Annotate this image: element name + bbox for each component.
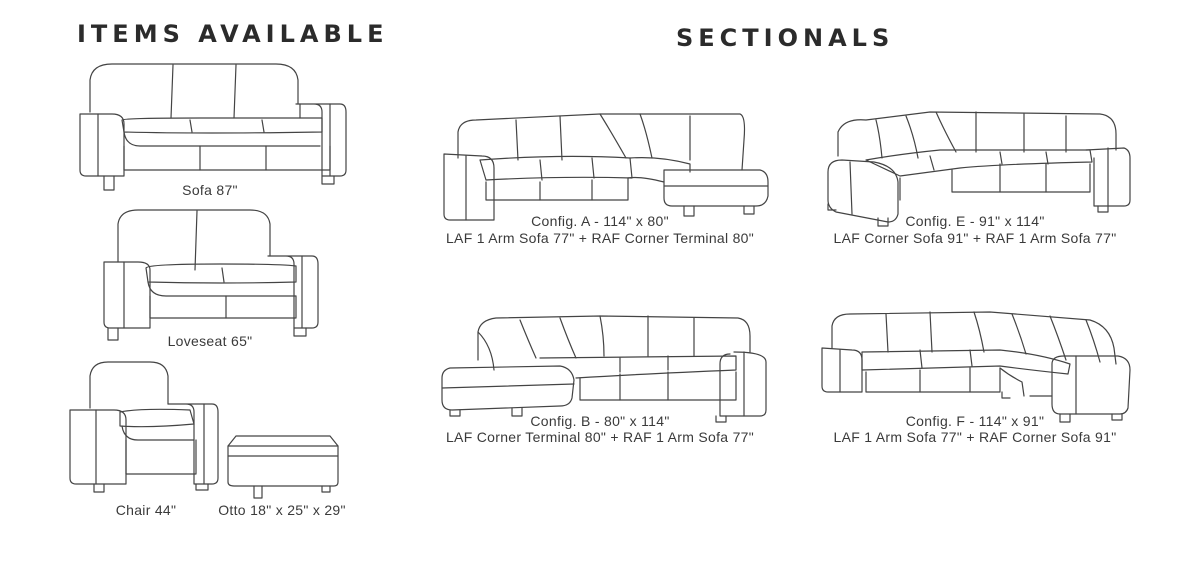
chair-illustration <box>69 361 219 493</box>
chair-label: Chair 44" <box>115 502 177 518</box>
loveseat-label: Loveseat 65" <box>167 333 253 349</box>
ottoman-illustration <box>227 435 339 499</box>
config-a-title: Config. A - 114" x 80" <box>531 213 669 229</box>
loveseat-illustration <box>103 209 319 341</box>
items-available-heading: ITEMS AVAILABLE <box>77 20 389 48</box>
config-b-title: Config. B - 80" x 114" <box>530 413 670 429</box>
sofa-label: Sofa 87" <box>182 182 238 198</box>
config-f-title: Config. F - 114" x 91" <box>905 413 1045 429</box>
config-e-illustration <box>827 111 1131 227</box>
sectionals-heading: SECTIONALS <box>676 24 895 52</box>
config-e-title: Config. E - 91" x 114" <box>905 213 1045 229</box>
config-a-desc: LAF 1 Arm Sofa 77" + RAF Corner Terminal… <box>445 230 755 246</box>
config-b-illustration <box>441 315 767 423</box>
sofa-illustration <box>79 63 347 191</box>
config-e-desc: LAF Corner Sofa 91" + RAF 1 Arm Sofa 77" <box>833 230 1117 246</box>
config-a-illustration <box>443 113 769 221</box>
config-f-illustration <box>821 311 1131 423</box>
config-f-desc: LAF 1 Arm Sofa 77" + RAF Corner Sofa 91" <box>833 429 1117 445</box>
ottoman-label: Otto 18" x 25" x 29" <box>218 502 346 518</box>
config-b-desc: LAF Corner Terminal 80" + RAF 1 Arm Sofa… <box>445 429 755 445</box>
